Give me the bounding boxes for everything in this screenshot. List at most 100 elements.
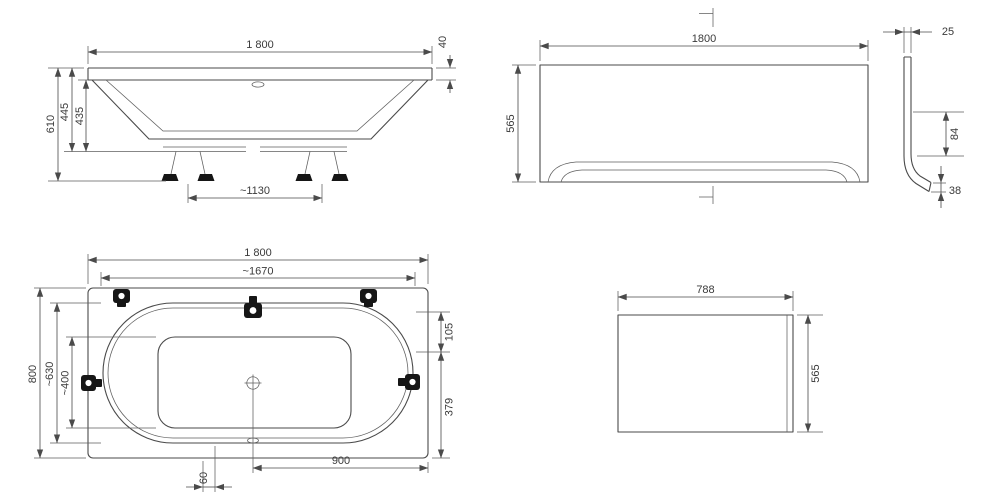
drain-icon <box>244 374 262 392</box>
side-panel-outline <box>617 314 794 433</box>
dim-label-plan-overflow-offset: 60 <box>198 472 210 484</box>
foot-pad <box>331 174 349 181</box>
grip-tab <box>398 378 406 386</box>
grip-tab <box>94 379 102 387</box>
grip-hole <box>85 379 92 387</box>
dim-panel-height: 565 <box>505 64 536 183</box>
dim-foot-depth: 38 <box>931 166 961 208</box>
grip-icon-right <box>398 374 420 390</box>
grip-tab <box>249 296 257 304</box>
tub-inner-outline <box>105 79 415 132</box>
tub-inner-rim-outer <box>102 302 414 444</box>
view-plan: 1 800 ~1670 800 ~630 ~400 105 <box>27 247 456 492</box>
tub-outer-rim <box>87 287 429 459</box>
panel-contour-inner <box>560 169 848 183</box>
dim-label-plan-width: 800 <box>27 365 39 383</box>
dim-label-side-panel-width: 788 <box>696 284 714 296</box>
grip-hole <box>365 292 372 300</box>
dim-plan-bottom-width: ~400 <box>60 336 156 429</box>
tub-rim-profile <box>87 67 433 81</box>
dim-label-body-height: 445 <box>59 103 71 121</box>
dim-label-plan-bottom-offset: 379 <box>444 398 456 416</box>
dim-profile-height: 84 <box>913 111 964 157</box>
dim-side-length: 1 800 <box>87 39 433 64</box>
dim-total-height: 610 <box>45 67 166 182</box>
dim-label-plan-inner-width: ~630 <box>44 362 56 387</box>
panel-profile-section <box>903 56 932 192</box>
dim-plan-inner-length: ~1670 <box>100 266 416 286</box>
support-rails <box>163 146 347 152</box>
dim-plan-inner-width: ~630 <box>44 302 101 444</box>
dim-inner-depth: 435 <box>74 79 90 152</box>
dim-plan-half-length: 900 <box>252 391 429 473</box>
extension-lines <box>66 336 156 429</box>
dim-label-profile-height: 84 <box>949 128 961 140</box>
tub-body-outline <box>91 79 429 140</box>
dim-label-panel-height: 565 <box>505 114 517 132</box>
dim-plan-overflow-offset: 60 <box>186 446 232 492</box>
tub-bottom-outline <box>157 336 352 429</box>
centerline-mark-top <box>699 8 714 27</box>
foot-pad <box>161 174 179 181</box>
dim-plan-length: 1 800 <box>87 247 429 284</box>
panel-contour-outer <box>547 161 861 183</box>
dim-label-feet-span: ~1130 <box>240 185 270 197</box>
foot-legs <box>304 151 340 175</box>
foot-legs <box>170 151 206 175</box>
dim-label-total-height: 610 <box>45 115 57 133</box>
grip-icon-left <box>81 375 102 391</box>
grip-icon-top-left <box>113 289 130 307</box>
dim-label-plan-bottom-width: ~400 <box>60 371 72 396</box>
extension-lines <box>50 302 101 444</box>
dim-label-inner-depth: 435 <box>74 107 86 125</box>
dim-label-foot-depth: 38 <box>949 185 961 197</box>
dim-plan-bottom-offset: 379 <box>432 351 456 459</box>
foot-pad <box>295 174 313 181</box>
dim-label-side-panel-height: 565 <box>810 364 822 382</box>
foot-assembly-right <box>295 151 349 181</box>
grip-icon-top-right <box>360 289 377 307</box>
dim-plan-width: 800 <box>27 287 86 459</box>
grip-hole <box>249 307 257 314</box>
dim-label-side-length: 1 800 <box>246 39 274 51</box>
extension-lines <box>903 27 912 53</box>
grip-tab <box>117 301 126 307</box>
extension-lines <box>931 182 946 193</box>
foot-pad <box>197 174 215 181</box>
dim-panel-length: 1800 <box>539 33 869 61</box>
centerline-mark-bottom <box>699 186 714 204</box>
overflow-hole-side-icon <box>251 81 265 88</box>
dim-label-panel-length: 1800 <box>692 33 716 45</box>
extension-lines <box>416 311 450 353</box>
grip-hole <box>118 292 125 300</box>
grip-hole <box>409 378 416 386</box>
view-front-panel: 1800 565 25 84 38 <box>505 8 964 208</box>
tub-inner-rim-inner <box>107 307 409 439</box>
dim-label-panel-thickness: 25 <box>942 26 954 38</box>
dim-panel-thickness: 25 <box>883 26 954 53</box>
grip-icon-top-center <box>244 296 262 318</box>
foot-assembly-left <box>161 151 215 181</box>
dim-feet-span: ~1130 <box>187 184 323 203</box>
extension-lines <box>436 67 456 81</box>
extension-lines <box>913 111 964 157</box>
dim-plan-top-offset: 105 <box>416 311 456 353</box>
dim-label-plan-half-length: 900 <box>332 455 350 467</box>
dim-rim-height: 40 <box>436 36 456 93</box>
dim-body-height: 445 <box>59 67 163 152</box>
dim-label-plan-inner-length: ~1670 <box>243 266 274 278</box>
dim-label-rim-height: 40 <box>437 36 449 48</box>
dim-label-plan-top-offset: 105 <box>444 323 456 341</box>
dim-side-panel-height: 565 <box>797 314 823 433</box>
dim-side-panel-width: 788 <box>617 284 794 311</box>
extension-lines <box>48 67 166 182</box>
view-side-panel: 788 565 <box>617 284 823 433</box>
view-side-elevation: 1 800 40 610 445 435 ~1130 <box>45 36 456 203</box>
panel-profile-outline <box>903 56 932 192</box>
drain-cross <box>244 374 262 392</box>
grip-tab <box>364 301 373 307</box>
support-frame <box>161 146 349 181</box>
bathtub-side-outline <box>87 67 433 140</box>
